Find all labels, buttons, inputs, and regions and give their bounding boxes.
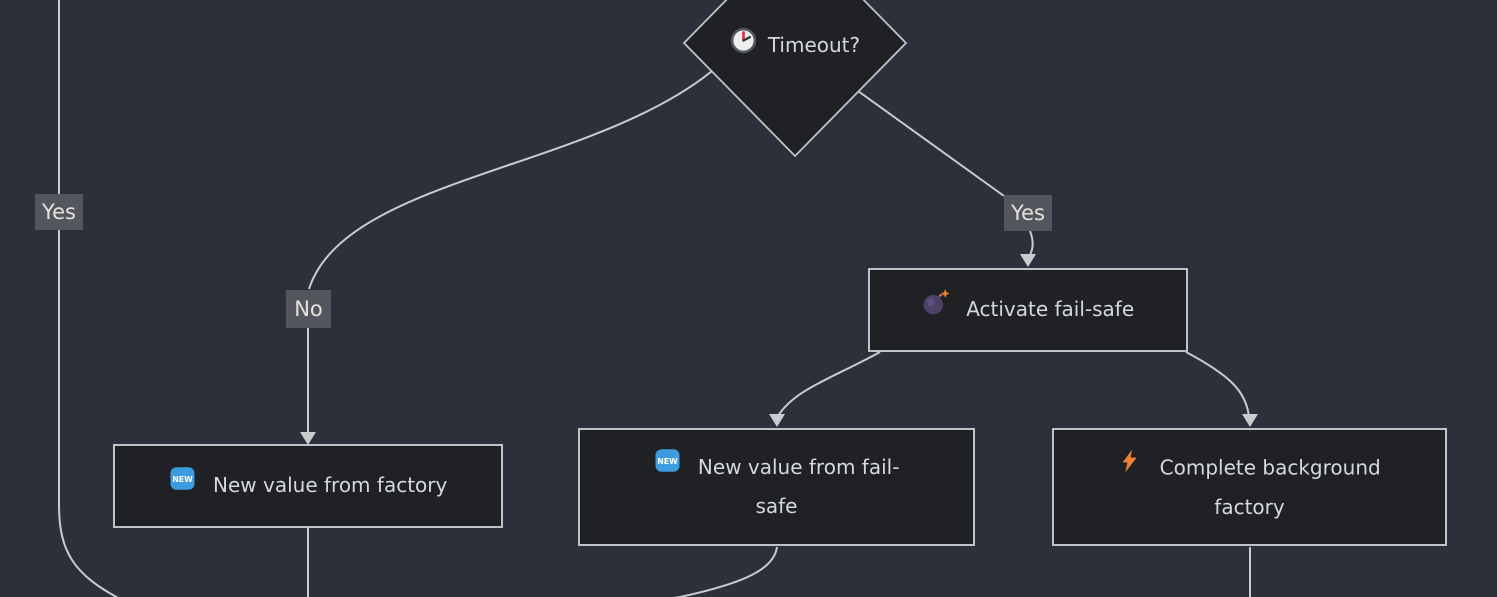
edge-yes-right-line bbox=[857, 90, 1005, 197]
edge-failsafe-out bbox=[673, 546, 778, 597]
edge-activate-to-background bbox=[1185, 351, 1250, 417]
node-label: Timeout? bbox=[767, 33, 861, 57]
arrowhead-failsafe bbox=[769, 414, 785, 427]
node-label: Complete background factory bbox=[1159, 455, 1381, 519]
node-activate-fail-safe: Activate fail-safe bbox=[868, 268, 1188, 352]
edge-no-curve bbox=[308, 70, 713, 290]
edge-label-yes-right: Yes bbox=[1004, 195, 1052, 231]
clock-icon bbox=[730, 27, 757, 59]
new-badge-icon: NEW bbox=[654, 447, 681, 486]
edge-yes-left bbox=[58, 0, 119, 597]
edge-label-text: No bbox=[294, 297, 323, 321]
edge-label-yes-left: Yes bbox=[35, 194, 83, 230]
svg-text:NEW: NEW bbox=[172, 474, 193, 483]
svg-text:NEW: NEW bbox=[657, 457, 678, 466]
node-new-value-from-factory: NEW New value from factory bbox=[113, 444, 503, 528]
edge-label-text: Yes bbox=[42, 200, 76, 224]
node-timeout-label: Timeout? bbox=[665, 26, 925, 64]
node-complete-background-factory: Complete background factory bbox=[1052, 428, 1447, 546]
node-new-value-from-fail-safe: NEW New value from fail- safe bbox=[578, 428, 975, 546]
new-badge-icon: NEW bbox=[169, 465, 196, 504]
arrowhead-background bbox=[1242, 414, 1258, 427]
lightning-icon bbox=[1118, 447, 1142, 487]
arrowhead-factory bbox=[300, 432, 316, 445]
arrowhead-activate bbox=[1020, 254, 1036, 267]
edge-label-no: No bbox=[286, 290, 331, 328]
node-label: Activate fail-safe bbox=[966, 296, 1135, 321]
node-timeout-shape bbox=[682, 0, 908, 158]
bomb-icon bbox=[922, 288, 950, 328]
edge-label-text: Yes bbox=[1011, 201, 1045, 225]
edge-yes-right-curve bbox=[1029, 230, 1034, 256]
node-label: New value from factory bbox=[213, 472, 448, 497]
node-label: New value from fail- safe bbox=[697, 455, 900, 518]
edge-activate-to-failsafe bbox=[777, 351, 881, 417]
